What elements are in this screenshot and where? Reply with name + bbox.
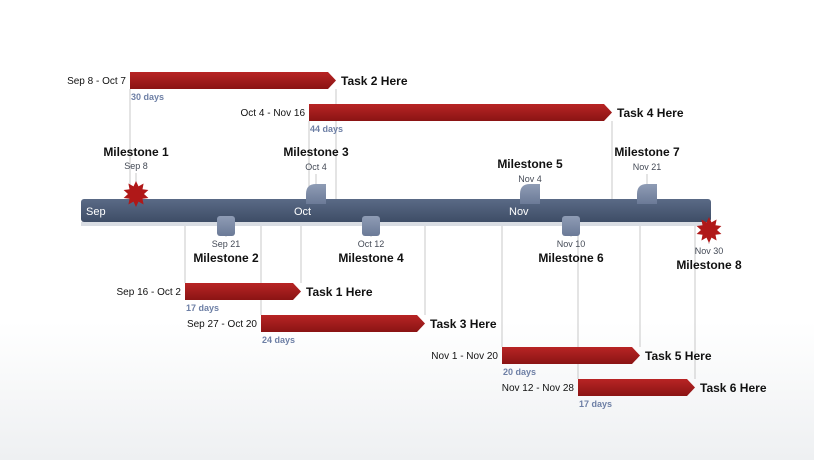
leaf-icon[interactable] [637, 184, 657, 204]
milestone-date: Nov 10 [557, 239, 586, 249]
task-name: Task 6 Here [700, 381, 767, 395]
milestone-name: Milestone 5 [497, 157, 563, 171]
month-label-oct: Oct [294, 206, 311, 218]
milestone-group[interactable]: Milestone 8 Nov 30 [676, 217, 742, 272]
task-name: Task 1 Here [306, 285, 373, 299]
month-label-nov: Nov [509, 206, 529, 218]
task-bars: Sep 16 - Oct 2 Task 1 Here 17 days Sep 8 - … [67, 72, 767, 409]
task-name: Task 3 Here [430, 317, 497, 331]
milestone-name: Milestone 7 [614, 145, 680, 159]
milestone-date: Sep 21 [212, 239, 241, 249]
task-duration: 30 days [131, 92, 164, 102]
task-bar[interactable] [309, 104, 612, 121]
timeline-band [81, 199, 711, 222]
task-bar-group[interactable]: Nov 1 - Nov 20 Task 5 Here 20 days [431, 347, 712, 377]
task-duration: 17 days [186, 303, 219, 313]
milestone-date: Nov 30 [695, 246, 724, 256]
milestone-name: Milestone 1 [103, 145, 169, 159]
star-icon[interactable] [123, 181, 149, 207]
milestone-group[interactable]: Milestone 2 Sep 21 [193, 216, 259, 265]
milestone-name: Milestone 3 [283, 145, 349, 159]
timeline-shadow [81, 222, 711, 226]
milestone-group[interactable]: Milestone 1 Sep 8 [103, 145, 169, 207]
milestone-name: Milestone 2 [193, 251, 259, 265]
milestone-group[interactable]: Milestone 3 Oct 4 [283, 145, 349, 204]
milestone-date: Nov 21 [633, 162, 662, 172]
rounded-square-icon[interactable] [562, 216, 580, 236]
milestone-date: Sep 8 [124, 161, 148, 171]
task-bar-group[interactable]: Sep 16 - Oct 2 Task 1 Here 17 days [117, 283, 373, 313]
task-bar-group[interactable]: Nov 12 - Nov 28 Task 6 Here 17 days [502, 379, 767, 409]
milestone-date: Nov 4 [518, 174, 542, 184]
rounded-square-icon[interactable] [217, 216, 235, 236]
task-date-range: Nov 12 - Nov 28 [502, 383, 575, 394]
task-bar-group[interactable]: Oct 4 - Nov 16 Task 4 Here 44 days [241, 104, 684, 134]
task-date-range: Sep 8 - Oct 7 [67, 76, 126, 87]
task-duration: 44 days [310, 124, 343, 134]
task-bar[interactable] [578, 379, 695, 396]
task-name: Task 2 Here [341, 74, 408, 88]
task-bar-group[interactable]: Sep 8 - Oct 7 Task 2 Here 30 days [67, 72, 408, 102]
milestone-name: Milestone 8 [676, 258, 742, 272]
task-bar-group[interactable]: Sep 27 - Oct 20 Task 3 Here 24 days [187, 315, 497, 345]
task-bar[interactable] [502, 347, 640, 364]
milestone-group[interactable]: Milestone 4 Oct 12 [338, 216, 404, 265]
milestone-date: Oct 12 [358, 239, 385, 249]
task-date-range: Nov 1 - Nov 20 [431, 351, 498, 362]
task-date-range: Oct 4 - Nov 16 [241, 108, 306, 119]
connector-lines [129, 89, 710, 379]
task-bar[interactable] [185, 283, 301, 300]
month-label-sep: Sep [86, 206, 106, 218]
milestone-group[interactable]: Milestone 5 Nov 4 [497, 157, 563, 204]
star-icon[interactable] [696, 217, 722, 243]
leaf-icon[interactable] [306, 184, 326, 204]
task-date-range: Sep 16 - Oct 2 [117, 287, 182, 298]
milestone-name: Milestone 6 [538, 251, 604, 265]
milestone-name: Milestone 4 [338, 251, 404, 265]
milestone-group[interactable]: Milestone 6 Nov 10 [538, 216, 604, 265]
task-bar[interactable] [261, 315, 425, 332]
task-duration: 17 days [579, 399, 612, 409]
task-duration: 20 days [503, 367, 536, 377]
task-bar[interactable] [130, 72, 336, 89]
leaf-icon[interactable] [520, 184, 540, 204]
task-name: Task 4 Here [617, 106, 684, 120]
task-date-range: Sep 27 - Oct 20 [187, 319, 257, 330]
timeline-bar: Sep Oct Nov [81, 199, 711, 226]
task-duration: 24 days [262, 335, 295, 345]
rounded-square-icon[interactable] [362, 216, 380, 236]
milestone-group[interactable]: Milestone 7 Nov 21 [614, 145, 680, 204]
task-name: Task 5 Here [645, 349, 712, 363]
milestone-date: Oct 4 [305, 162, 327, 172]
